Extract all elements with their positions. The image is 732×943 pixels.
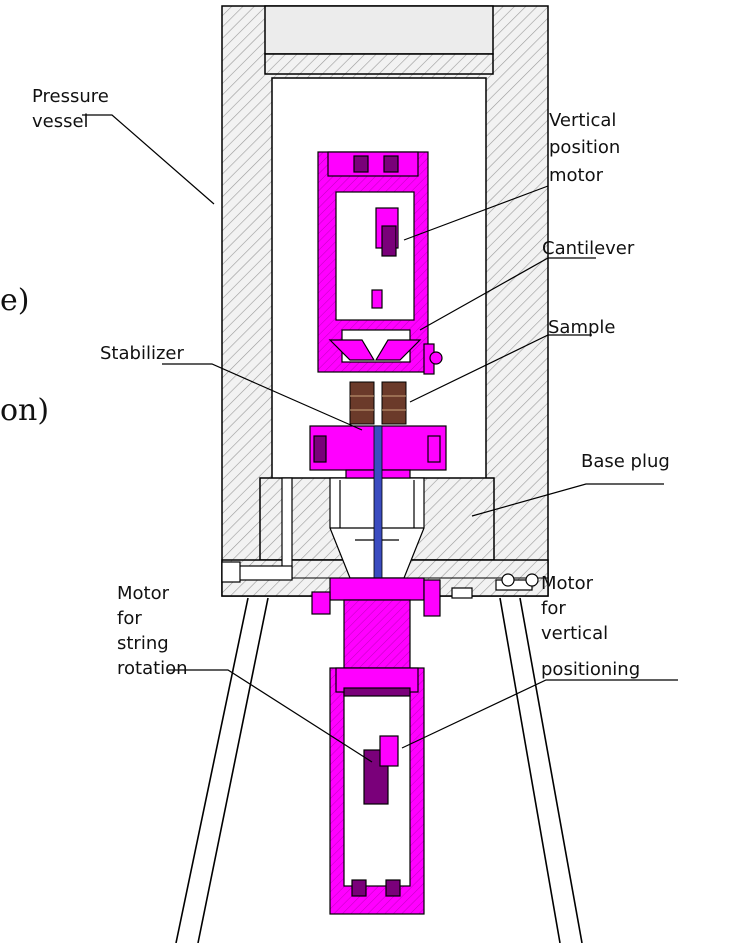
- label-motor-vertical-positioning-line4: positioning: [541, 659, 640, 680]
- label-base-plug: Base plug: [581, 451, 670, 472]
- clipped-text-2: on): [0, 393, 49, 428]
- sample-stack: [349, 381, 407, 425]
- label-motor-string-rotation-line4: rotation: [117, 658, 188, 679]
- label-cantilever: Cantilever: [542, 238, 635, 259]
- label-vertical-position-motor-line1: Vertical: [549, 110, 616, 131]
- label-motor-vertical-positioning-line3: vertical: [541, 623, 608, 644]
- label-motor-string-rotation-line2: for: [117, 608, 142, 629]
- label-motor-string-rotation-line1: Motor: [117, 583, 170, 604]
- label-motor-string-rotation-line3: string: [117, 633, 169, 654]
- label-pressure-vessel-line1: Pressure: [32, 86, 109, 107]
- leader-lines: [82, 114, 678, 763]
- side-fittings: [221, 477, 539, 599]
- lower-motor-housing: [329, 667, 425, 915]
- label-vertical-position-motor-line2: position: [549, 137, 620, 158]
- label-sample: Sample: [548, 317, 616, 338]
- clipped-text-fragments: e) on): [0, 283, 49, 428]
- label-stabilizer: Stabilizer: [100, 343, 184, 364]
- label-motor-vertical-positioning-line1: Motor: [541, 573, 594, 594]
- upper-motor-housing: [317, 151, 443, 375]
- callout-labels: Pressure vessel Vertical position motor …: [32, 86, 670, 680]
- label-pressure-vessel-line2: vessel: [32, 111, 89, 132]
- lower-column: [311, 577, 441, 673]
- label-motor-vertical-positioning-line2: for: [541, 598, 566, 619]
- label-vertical-position-motor-line3: motor: [549, 165, 604, 186]
- clipped-text-1: e): [0, 283, 29, 318]
- stand-legs: [175, 597, 583, 943]
